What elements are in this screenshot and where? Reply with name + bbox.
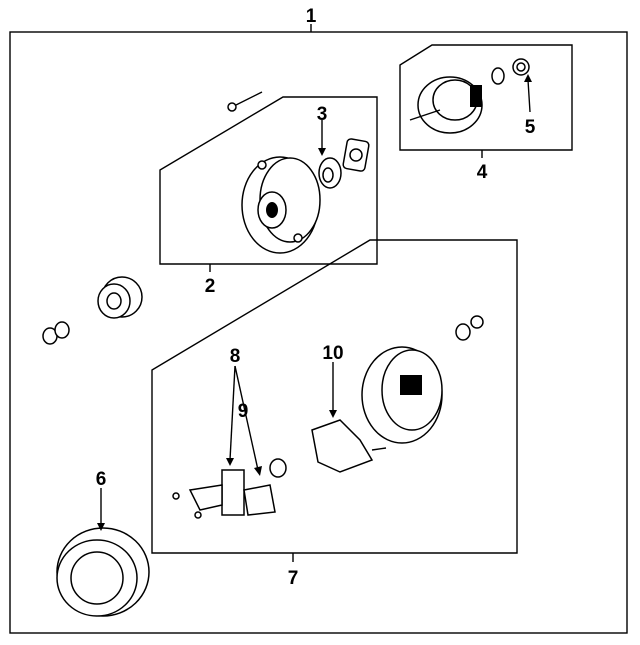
washer-nut-right: [455, 315, 484, 341]
callout-2: 2: [205, 276, 216, 297]
callout-3: 3: [317, 104, 328, 125]
callout-9: 9: [238, 401, 249, 422]
pulley-nut: [42, 321, 70, 345]
bolt: [227, 91, 263, 112]
rear-bearing: [512, 58, 530, 76]
callout-8: 8: [230, 346, 241, 367]
brush-holder: [172, 458, 287, 519]
pulley: [97, 276, 143, 319]
callout-1: 1: [306, 6, 317, 27]
bearing-retainer: [342, 138, 370, 172]
rear-housing-group-box: [151, 239, 518, 554]
rotor-group-box: [399, 44, 573, 151]
assembly-frame: [9, 31, 628, 634]
stator: [56, 527, 150, 617]
regulator: [311, 419, 387, 473]
callout-5: 5: [525, 117, 536, 138]
front-housing-group-box: [159, 96, 378, 265]
callout-7: 7: [288, 568, 299, 589]
front-housing: [241, 156, 321, 254]
callout-10: 10: [322, 343, 343, 364]
callout-6: 6: [96, 469, 107, 490]
front-bearing: [318, 157, 342, 189]
rear-housing: [361, 346, 443, 444]
rotor-bearing: [491, 67, 505, 85]
rotor: [409, 76, 483, 134]
callout-4: 4: [477, 162, 488, 183]
